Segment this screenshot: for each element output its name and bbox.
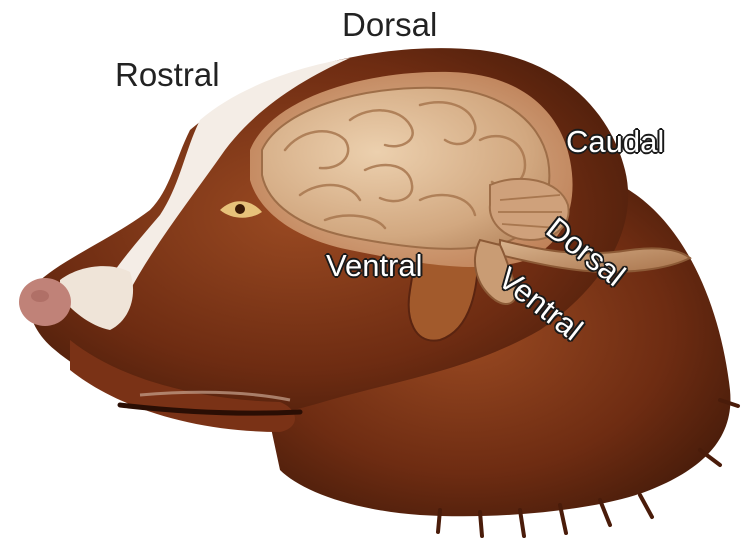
nose bbox=[19, 278, 71, 326]
label-rostral: Rostral bbox=[115, 58, 220, 91]
label-caudal: Caudal bbox=[566, 126, 664, 157]
label-ventral-brain: Ventral bbox=[326, 250, 423, 281]
label-dorsal-top: Dorsal bbox=[342, 8, 437, 41]
